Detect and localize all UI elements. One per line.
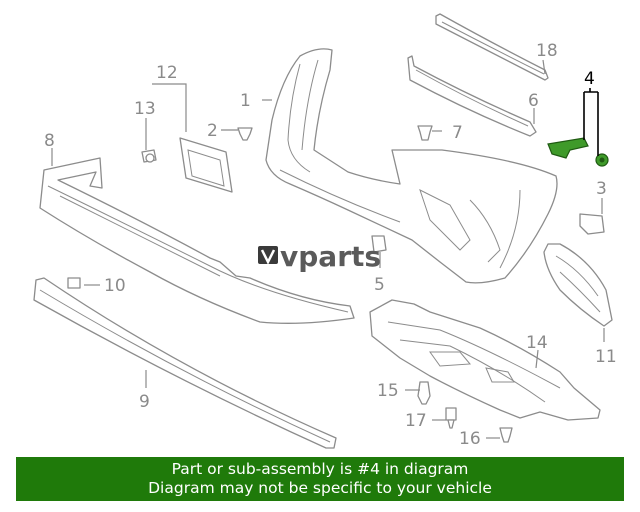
part-17-bolt: [445, 407, 457, 429]
part-18-trim-strip: [435, 13, 549, 81]
part-4-highlighted: [547, 137, 609, 167]
part-14-undercover: [369, 299, 601, 421]
callout-4: 4: [584, 69, 595, 89]
part-9-lower-strip: [33, 277, 337, 449]
callout-5: 5: [374, 275, 385, 295]
callout-18: 18: [536, 41, 558, 61]
callout-10: 10: [104, 276, 126, 296]
callout-9: 9: [139, 392, 150, 412]
part-2-clip: [237, 127, 253, 141]
callout-14: 14: [526, 333, 548, 353]
part-7-clip: [417, 125, 433, 141]
callout-7: 7: [452, 123, 463, 143]
banner-line-disclaimer: Diagram may not be specific to your vehi…: [148, 479, 492, 497]
callout-1: 1: [240, 91, 251, 111]
part-6-upper-bar: [407, 55, 537, 137]
info-banner: Part or sub-assembly is #4 in diagram Di…: [16, 457, 624, 501]
part-16-clip: [499, 427, 513, 443]
callout-2: 2: [207, 121, 218, 141]
banner-line-part-number: Part or sub-assembly is #4 in diagram: [171, 460, 469, 478]
part-5-bracket: [371, 235, 387, 253]
part-11-fog-bezel: [543, 243, 613, 327]
part-8-reinforcement: [39, 157, 355, 324]
part-13-screw: [141, 149, 157, 163]
part-12-plate-bracket: [179, 137, 233, 193]
leader-lines: [51, 59, 605, 439]
vparts-logo: vparts: [258, 240, 381, 273]
callout-6: 6: [528, 91, 539, 111]
logo-text: vparts: [280, 240, 381, 273]
parts-diagram: vparts 18 6 1 2 7 4 3 5 8 10 9 11 12 13 …: [33, 13, 617, 449]
part-10-clip: [67, 277, 81, 289]
part-3-bracket: [579, 213, 605, 235]
part-15-clip: [417, 381, 431, 405]
callout-8: 8: [44, 131, 55, 151]
part-1-bumper-cover: [265, 48, 558, 284]
callout-15: 15: [377, 381, 399, 401]
callout-17: 17: [405, 411, 427, 431]
callout-12: 12: [156, 63, 178, 83]
callout-13: 13: [134, 99, 156, 119]
callout-11: 11: [595, 347, 617, 367]
callout-16: 16: [459, 429, 481, 449]
callout-3: 3: [596, 179, 607, 199]
